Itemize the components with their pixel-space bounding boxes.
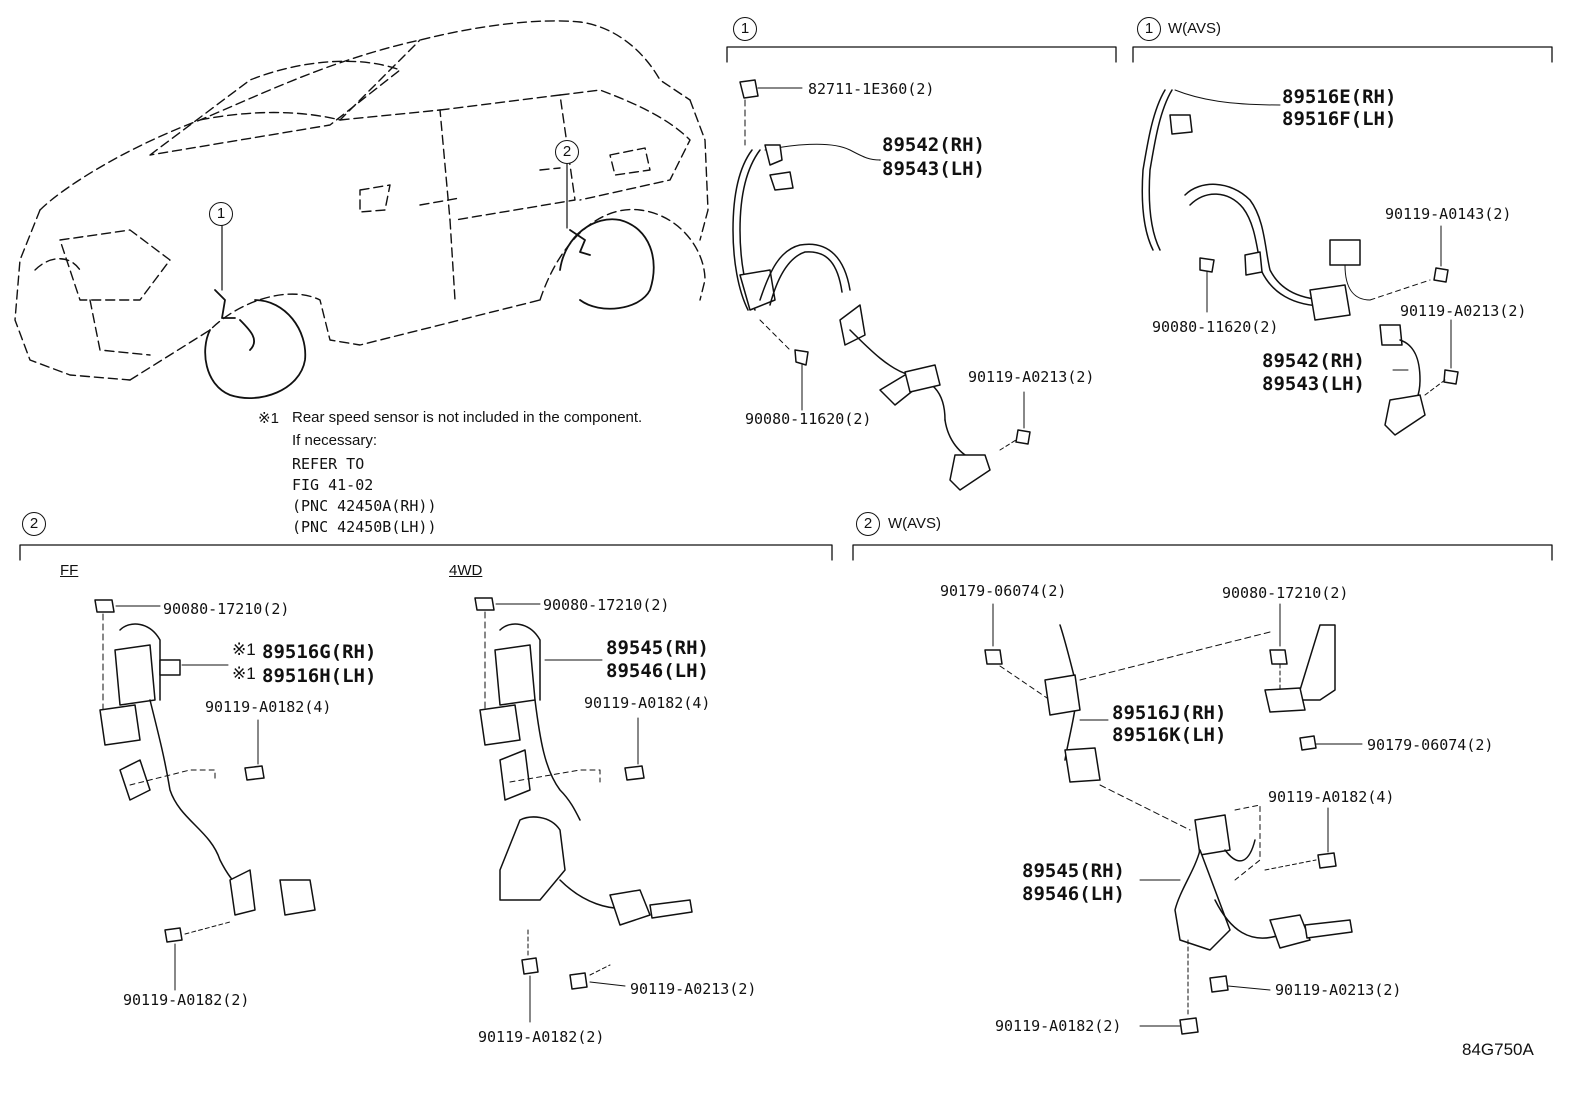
part-ravs-harness-lh[interactable]: 89516K(LH): [1112, 724, 1227, 746]
rear-wheel: [559, 218, 655, 310]
note-line-3: REFER TO: [292, 455, 365, 473]
part-ff-mark-1: ※1: [232, 640, 256, 659]
part-ravs-clip-b[interactable]: 90179-06074(2): [1367, 736, 1494, 754]
part-ravs-nut[interactable]: 90080-17210(2): [1222, 584, 1349, 602]
front-sensor-assembly: [732, 79, 1031, 491]
part-4wd-bolt-b[interactable]: 90119-A0213(2): [630, 980, 757, 998]
callout-1-front: 1: [733, 17, 757, 41]
part-4wd-sensor-lh[interactable]: 89546(LH): [606, 660, 709, 682]
part-ravs-bolt-a[interactable]: 90119-A0182(4): [1268, 788, 1395, 806]
note-line-1: Rear speed sensor is not included in the…: [292, 409, 643, 426]
section-label-rear-avs: W(AVS): [888, 515, 942, 532]
part-ravs-sensor-lh[interactable]: 89546(LH): [1022, 883, 1125, 905]
section-brackets: [19, 46, 1553, 561]
part-ff-mark-2: ※1: [232, 664, 256, 683]
note-line-4: FIG 41-02: [292, 476, 374, 494]
part-4wd-nut[interactable]: 90080-17210(2): [543, 596, 670, 614]
part-front-bolt[interactable]: 90119-A0213(2): [968, 368, 1095, 386]
part-avs-bolt-a[interactable]: 90119-A0143(2): [1385, 205, 1512, 223]
note-line-2: If necessary:: [292, 432, 378, 449]
rear-ff-assembly: [94, 599, 316, 991]
part-ravs-harness-rh[interactable]: 89516J(RH): [1112, 702, 1227, 724]
front-avs-assembly: [1141, 89, 1459, 436]
part-ravs-sensor-rh[interactable]: 89545(RH): [1022, 860, 1125, 882]
subsection-ff: FF: [60, 562, 79, 579]
note-line-5: (PNC 42450A(RH)): [292, 497, 437, 515]
part-avs-sensor-rh[interactable]: 89542(RH): [1262, 350, 1365, 372]
part-front-screw[interactable]: 90080-11620(2): [745, 410, 872, 428]
part-4wd-sensor-rh[interactable]: 89545(RH): [606, 637, 709, 659]
subsection-4wd: 4WD: [449, 562, 483, 579]
part-4wd-bolt-c[interactable]: 90119-A0182(2): [478, 1028, 605, 1046]
callout-1-vehicle: 1: [209, 202, 233, 226]
figure-id: 84G750A: [1462, 1040, 1534, 1059]
part-ravs-clip-a[interactable]: 90179-06074(2): [940, 582, 1067, 600]
part-avs-sensor-lh[interactable]: 89543(LH): [1262, 373, 1365, 395]
part-ravs-bolt-c[interactable]: 90119-A0182(2): [995, 1017, 1122, 1035]
part-ravs-bolt-b[interactable]: 90119-A0213(2): [1275, 981, 1402, 999]
callout-2-rear-avs: 2: [856, 512, 880, 536]
callout-2-vehicle: 2: [555, 140, 579, 164]
callout-1-front-avs: 1: [1137, 17, 1161, 41]
part-ff-bolt-a[interactable]: 90119-A0182(4): [205, 698, 332, 716]
part-ff-harness-rh[interactable]: 89516G(RH): [262, 641, 377, 663]
rear-avs-assembly: [984, 603, 1363, 1035]
callout-2-rear: 2: [22, 512, 46, 536]
vehicle-outline: [14, 20, 709, 381]
part-avs-screw[interactable]: 90080-11620(2): [1152, 318, 1279, 336]
part-front-sensor-rh[interactable]: 89542(RH): [882, 134, 985, 156]
part-avs-bolt-b[interactable]: 90119-A0213(2): [1400, 302, 1527, 320]
note-marker: ※1: [258, 410, 279, 427]
section-label-front-avs: W(AVS): [1168, 20, 1222, 37]
part-ff-nut[interactable]: 90080-17210(2): [163, 600, 290, 618]
part-ff-bolt-b[interactable]: 90119-A0182(2): [123, 991, 250, 1009]
part-4wd-bolt-a[interactable]: 90119-A0182(4): [584, 694, 711, 712]
part-front-clip[interactable]: 82711-1E360(2): [808, 80, 935, 98]
part-ff-harness-lh[interactable]: 89516H(LH): [262, 665, 377, 687]
part-avs-harness-rh[interactable]: 89516E(RH): [1282, 86, 1397, 108]
front-wheel: [204, 289, 307, 399]
rear-4wd-assembly: [474, 597, 693, 1023]
part-front-sensor-lh[interactable]: 89543(LH): [882, 158, 985, 180]
part-avs-harness-lh[interactable]: 89516F(LH): [1282, 108, 1397, 130]
note-line-6: (PNC 42450B(LH)): [292, 518, 437, 536]
